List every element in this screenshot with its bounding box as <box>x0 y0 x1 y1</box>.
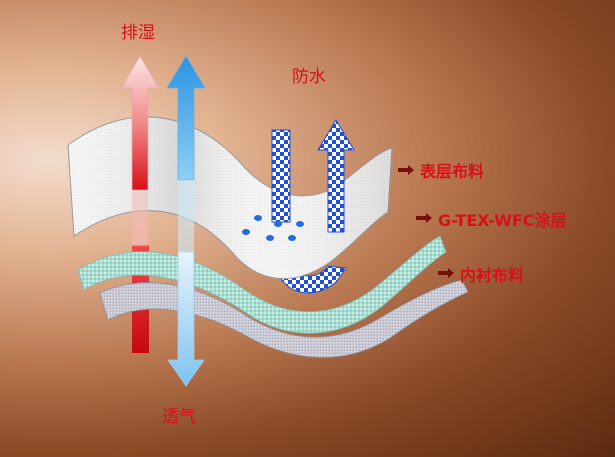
droplet-icon <box>296 221 304 227</box>
droplet-icon <box>242 229 250 235</box>
droplet-icon <box>274 221 282 227</box>
moisture-arrow-up <box>120 55 160 191</box>
right-arrow-icon <box>416 213 432 223</box>
droplet-icon <box>288 235 296 241</box>
air-arrow-up <box>166 55 206 181</box>
moisture-arrow-through <box>132 190 148 246</box>
droplet-icon <box>266 235 274 241</box>
label-waterproof: 防水 <box>292 67 326 87</box>
label-lining-fabric: 内衬布料 <box>460 266 525 285</box>
outer-fabric-shading <box>68 116 392 279</box>
right-arrow-icon <box>438 268 454 278</box>
pointer-arrows <box>398 165 454 278</box>
droplet-icon <box>254 215 262 221</box>
air-arrow-through <box>178 180 194 252</box>
water-droplets <box>242 215 304 241</box>
water-arrow-up <box>317 119 355 233</box>
label-outer-fabric: 表层布料 <box>420 162 485 181</box>
label-membrane: G-TEX-WFC涂层 <box>438 211 567 230</box>
right-arrow-icon <box>398 165 414 175</box>
membrane-layer <box>77 235 447 334</box>
water-arrow-down <box>271 129 291 223</box>
label-breathable: 透气 <box>162 407 196 427</box>
air-arrow-down <box>167 251 205 387</box>
label-moisture-release: 排湿 <box>121 23 155 43</box>
